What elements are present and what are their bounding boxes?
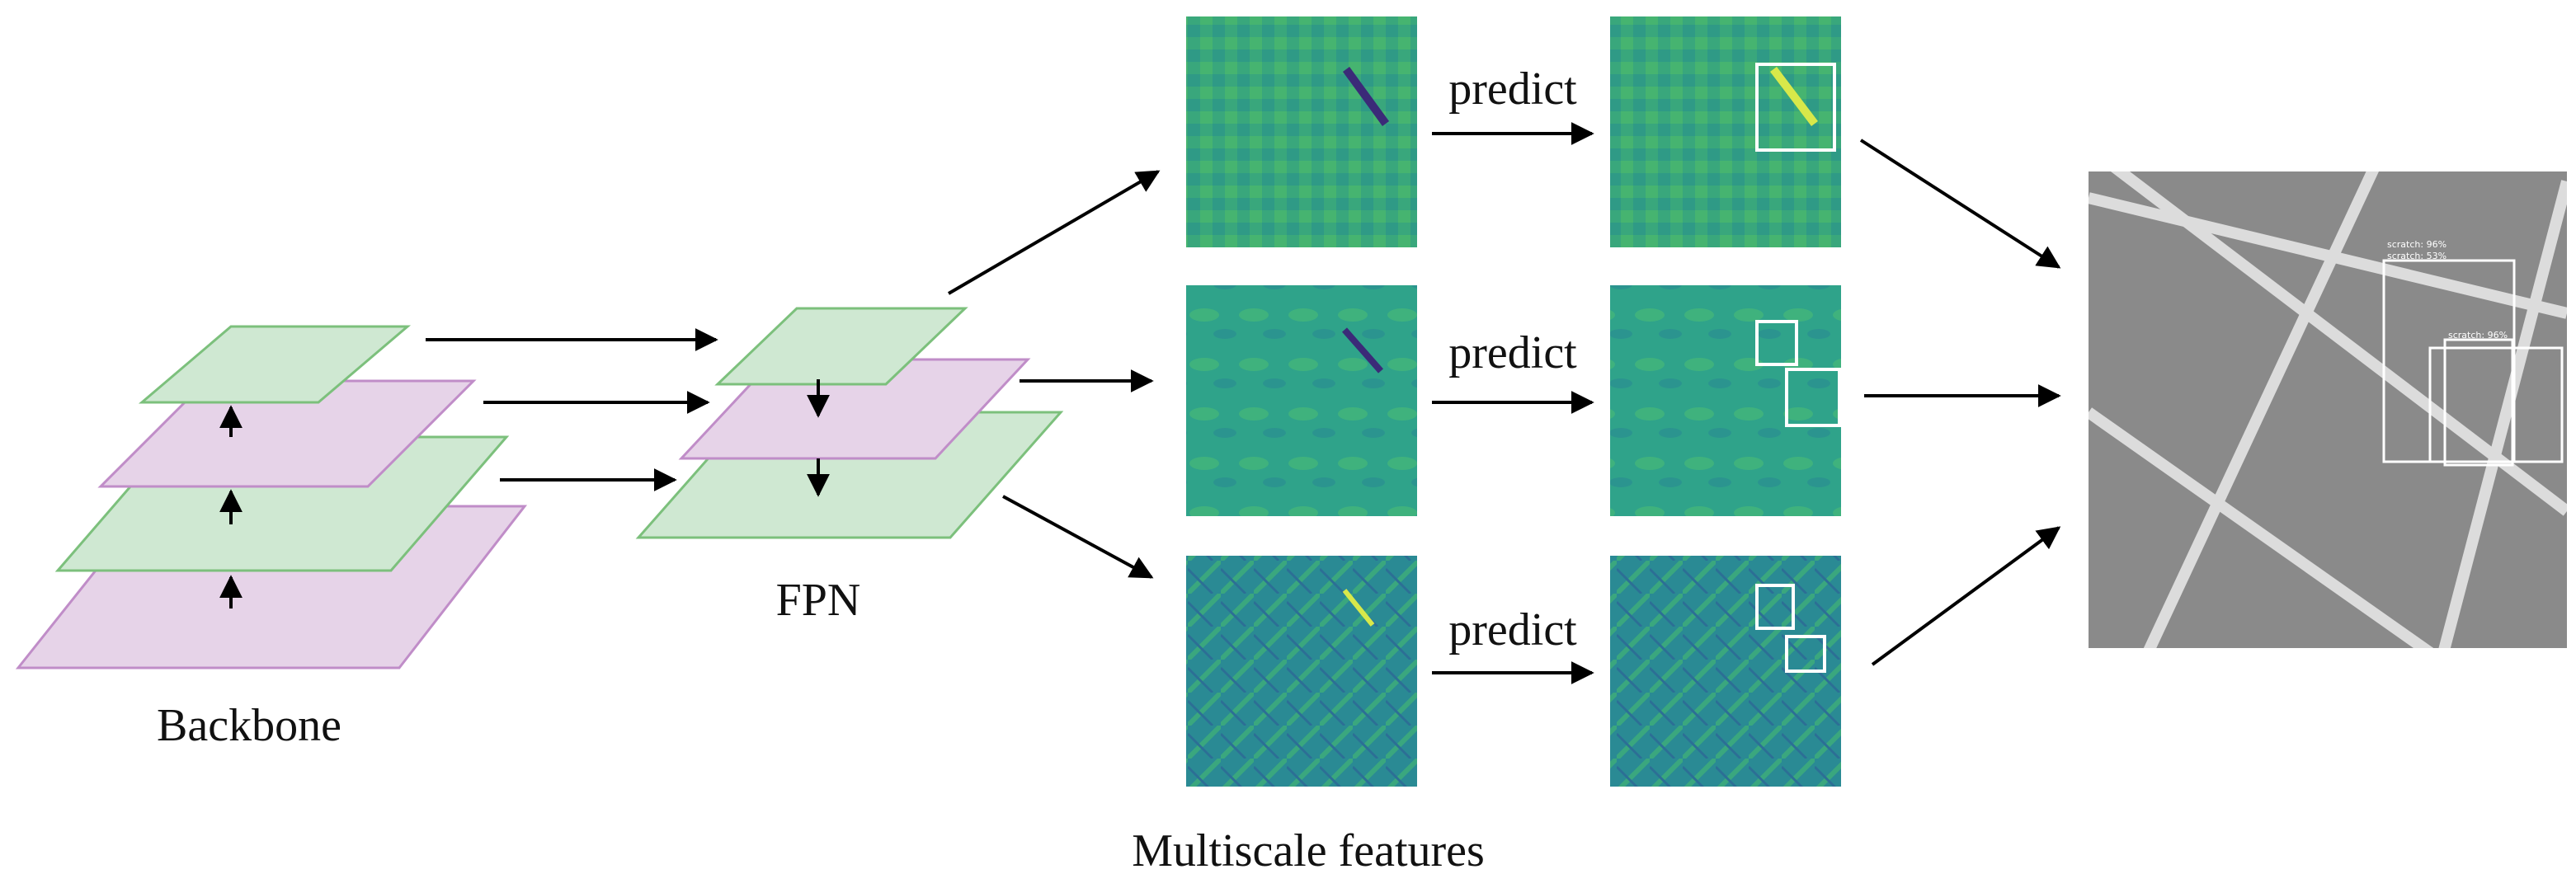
feature-map-bottom xyxy=(1186,556,1417,787)
feature-highlight-top xyxy=(1342,67,1390,126)
result-box-2 xyxy=(2443,338,2514,467)
result-label-3: scratch: 96% xyxy=(2448,330,2508,341)
detection-box-1 xyxy=(1755,63,1836,152)
multiscale-features-label: Multiscale features xyxy=(1132,825,1485,876)
feature-highlight-top-pred xyxy=(1770,66,1818,127)
to-result-arrow-top xyxy=(1859,139,2061,269)
detection-box-4 xyxy=(1755,584,1795,630)
to-result-arrow-bottom xyxy=(1871,526,2061,666)
detection-box-3 xyxy=(1785,368,1841,427)
detection-box-5 xyxy=(1785,635,1826,673)
backbone-label: Backbone xyxy=(157,700,341,751)
feature-map-predicted-middle xyxy=(1610,285,1841,516)
predict-label-top: predict xyxy=(1448,63,1577,115)
predict-label-bottom: predict xyxy=(1448,604,1577,655)
feature-highlight-mid xyxy=(1341,327,1384,374)
feature-highlight-bottom xyxy=(1342,589,1375,627)
fpn-to-feature-bottom-arrow xyxy=(1002,495,1154,579)
detection-box-2 xyxy=(1755,320,1798,366)
feature-map-middle xyxy=(1186,285,1417,516)
fpn-to-feature-top-arrow xyxy=(947,170,1161,295)
wafer-streets xyxy=(2089,171,2567,648)
result-box-3 xyxy=(2428,346,2564,463)
feature-map-top xyxy=(1186,16,1417,247)
fpn-label: FPN xyxy=(775,575,861,626)
feature-map-predicted-top xyxy=(1610,16,1841,247)
backbone-layer-3 xyxy=(97,379,477,488)
result-label-2: scratch: 53% xyxy=(2387,251,2446,261)
predict-label-middle: predict xyxy=(1448,327,1577,378)
backbone-layer-4 xyxy=(138,325,412,404)
result-label-1: scratch: 96% xyxy=(2387,239,2446,250)
fpn-layer-3 xyxy=(714,307,968,386)
